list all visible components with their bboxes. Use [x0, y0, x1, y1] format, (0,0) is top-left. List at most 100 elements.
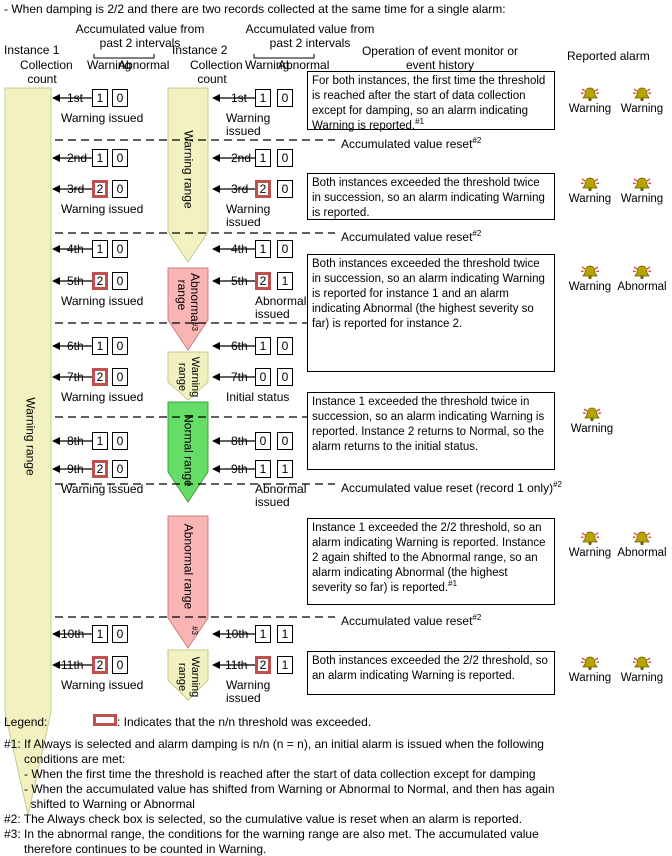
- footnote3-marker-2: #3: [189, 626, 199, 635]
- operation-text: Both instances exceeded the threshold tw…: [312, 177, 545, 219]
- reported-alarm: Warning: [565, 406, 619, 436]
- instance2-range-label-5: Abnormal range: [181, 523, 196, 610]
- warning-cell-2: 2: [255, 180, 271, 198]
- alarm-bell-icon: [615, 655, 669, 671]
- abnormal-cell-1: 0: [112, 460, 128, 478]
- abnormal-cell-2: 1: [277, 656, 293, 674]
- alarm-bell-icon: [615, 86, 669, 102]
- operation-box: For both instances, the first time the t…: [307, 71, 555, 132]
- reported-alarm: Warning: [563, 176, 617, 206]
- abnormal-cell-1: 0: [112, 432, 128, 450]
- count-label-1: 2nd: [67, 151, 88, 165]
- count-label-1: 10th: [61, 627, 85, 641]
- instance2-range-abnormal-2: [167, 515, 209, 649]
- operation-box: Instance 1 exceeded the threshold twice …: [307, 392, 555, 470]
- reported-alarm: Abnormal: [615, 264, 669, 294]
- footnote-line: #1: If Always is selected and alarm damp…: [4, 737, 544, 751]
- instance2-arrow-head: [212, 154, 220, 162]
- count-label-2: 1st: [231, 91, 248, 105]
- alarm-label: Warning: [570, 423, 614, 435]
- alarm-label: Abnormal: [617, 547, 667, 559]
- count-label-1: 8th: [67, 434, 84, 448]
- warning-cell-1: 1: [92, 149, 108, 167]
- instance2-status: Warning issued: [226, 111, 271, 138]
- instance2-status: Warning issued: [226, 202, 271, 229]
- warning-col-header-1: Warning: [87, 58, 132, 72]
- warning-cell-1: 1: [92, 432, 108, 450]
- instance1-arrow-head: [52, 245, 60, 253]
- warning-cell-1: 2: [92, 180, 108, 198]
- count-label-1: 1st: [67, 91, 84, 105]
- reset-footnote: #2: [553, 480, 563, 489]
- instance1-arrow-head: [52, 94, 60, 102]
- instance2-range-warning-3: [167, 649, 209, 701]
- instance1-range-label: Warning range: [23, 397, 38, 476]
- legend-text: : Indicates that the n/n threshold was e…: [117, 715, 372, 729]
- instance2-range-abnormal-1: [167, 267, 209, 351]
- abnormal-cell-2: 0: [277, 149, 293, 167]
- count-label-2: 7th: [231, 370, 248, 384]
- warning-col-header-2: Warning: [245, 58, 290, 72]
- instance2-status: Abnormal issued: [255, 294, 307, 321]
- operation-footnote: #1: [448, 579, 458, 589]
- reset-text: Accumulated value reset (record 1 only): [341, 481, 554, 495]
- count-label-1: 4th: [67, 242, 84, 256]
- legend-label: Legend:: [4, 715, 48, 729]
- abnormal-cell-2: 1: [277, 460, 293, 478]
- instance1-warning-range: [4, 87, 52, 816]
- instance1-header: Instance 1: [4, 43, 60, 57]
- abnormal-cell-1: 0: [112, 337, 128, 355]
- instance2-range-label-3: Warning range: [176, 356, 201, 398]
- warning-cell-1: 1: [92, 337, 108, 355]
- instance1-status: Warning issued: [61, 294, 144, 308]
- instance2-status: Warning issued: [226, 678, 271, 705]
- warning-cell-2: 1: [255, 149, 271, 167]
- abnormal-cell-1: 0: [112, 240, 128, 258]
- alarm-label: Warning: [568, 103, 612, 115]
- alarm-bell-icon: [565, 406, 619, 422]
- accumulated-header-1: Accumulated value from past 2 intervals: [75, 22, 205, 50]
- instance1-arrow-head: [52, 342, 60, 350]
- instance1-arrow-head: [52, 437, 60, 445]
- alarm-label: Warning: [620, 193, 664, 205]
- count-label-2: 11th: [225, 658, 248, 672]
- alarm-label: Warning: [568, 547, 612, 559]
- warning-cell-1: 2: [92, 656, 108, 674]
- abnormal-cell-1: 0: [112, 368, 128, 386]
- count-label-1: 7th: [67, 370, 84, 384]
- warning-cell-1: 1: [92, 625, 108, 643]
- footnote-line: shifted to Warning or Abnormal: [4, 797, 195, 811]
- abnormal-cell-2: 0: [277, 432, 293, 450]
- alarm-bell-icon: [563, 86, 617, 102]
- instance2-range-label-2: Abnormal range: [175, 273, 202, 325]
- abnormal-cell-1: 0: [112, 89, 128, 107]
- footnote-line: - When the first time the threshold is r…: [4, 767, 536, 781]
- instance1-status: Warning issued: [61, 202, 144, 216]
- reset-text: Accumulated value reset: [341, 230, 473, 244]
- operation-text: Both instances exceeded the threshold tw…: [312, 258, 545, 330]
- reset-footnote: #2: [472, 613, 482, 622]
- abnormal-cell-2: 0: [277, 180, 293, 198]
- warning-cell-2: 0: [255, 432, 271, 450]
- abnormal-cell-2: 0: [277, 89, 293, 107]
- instance2-range-label-4: Normal range: [181, 414, 196, 487]
- instance2-arrow-head: [212, 437, 220, 445]
- count-label-2: 3rd: [231, 182, 249, 196]
- reset-footnote: #2: [472, 136, 482, 145]
- abnormal-cell-2: 0: [277, 240, 293, 258]
- operation-text: For both instances, the first time the t…: [312, 75, 546, 132]
- alarm-label: Warning: [568, 193, 612, 205]
- reported-alarm: Warning: [563, 86, 617, 116]
- count-label-1: 5th: [67, 274, 84, 288]
- reported-alarm: Warning: [563, 530, 617, 560]
- count-label-1: 3rd: [67, 182, 85, 196]
- collection-count-header-1: Collection count: [20, 58, 73, 86]
- alarm-bell-icon: [563, 530, 617, 546]
- warning-cell-1: 2: [92, 272, 108, 290]
- footnote3-marker-1: #3: [189, 322, 199, 331]
- accumulated-bracket-2: [253, 54, 315, 59]
- instance2-arrow-head: [212, 661, 220, 669]
- warning-cell-2: 2: [255, 656, 271, 674]
- reported-alarm: Abnormal: [615, 530, 669, 560]
- count-label-1: 9th: [67, 462, 84, 476]
